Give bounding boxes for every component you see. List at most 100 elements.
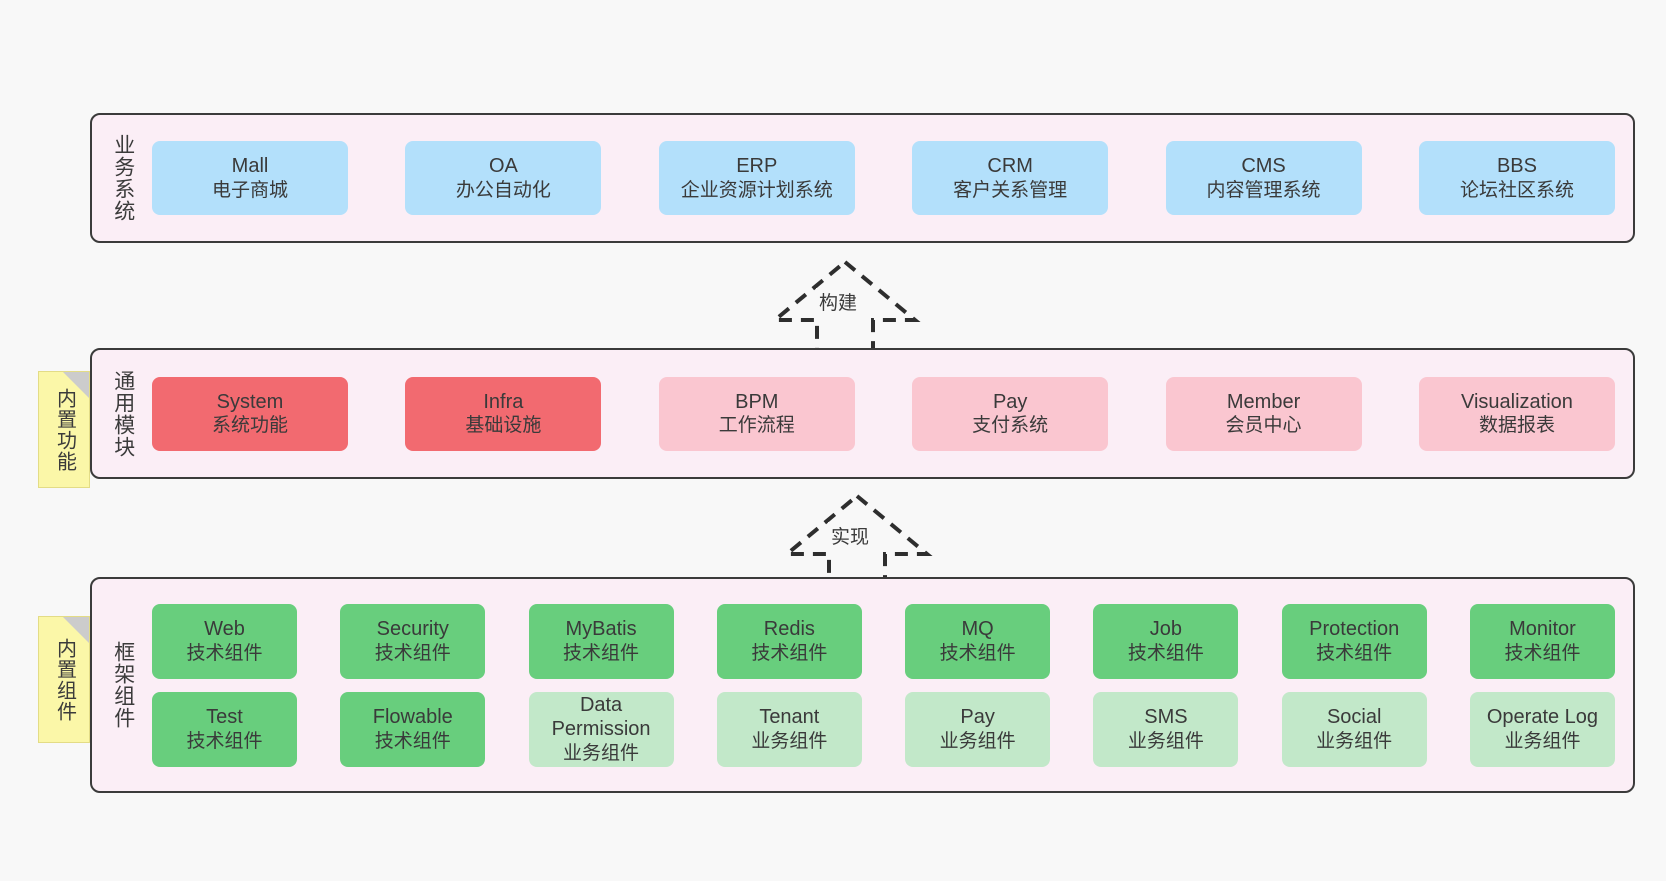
card-title-en: Social — [1326, 706, 1382, 729]
card-pay-business[interactable]: Pay 业务组件 — [905, 691, 1051, 767]
card-title-en: Redis — [763, 618, 815, 641]
card-title-en: Visualization — [1460, 390, 1573, 413]
card-title-en: CMS — [1241, 155, 1286, 178]
card-title-cn: 业务组件 — [939, 730, 1016, 752]
connector-implement: 实现 — [767, 492, 947, 592]
layer-title-business-systems: 业务系统 — [111, 134, 135, 222]
layer-title-common-modules: 通用模块 — [111, 369, 135, 458]
note-text: 内置功能 — [53, 387, 76, 472]
card-title-cn: 业务组件 — [563, 742, 640, 764]
card-title-cn: 技术组件 — [563, 642, 640, 664]
card-protection[interactable]: Protection 技术组件 — [1281, 603, 1427, 679]
card-security[interactable]: Security 技术组件 — [340, 603, 486, 679]
card-row: Web 技术组件 Security 技术组件 MyBatis 技术组件 Redi… — [152, 603, 1615, 679]
card-operate-log[interactable]: Operate Log 业务组件 — [1469, 691, 1615, 767]
card-title-en: OA — [488, 155, 518, 178]
layer-business-systems: 业务系统 Mall 电子商城 OA 办公自动化 ERP 企业资源计划系统 CRM… — [90, 113, 1635, 243]
layer-common-modules: 通用模块 System 系统功能 Infra 基础设施 BPM 工作流程 Pay… — [90, 348, 1635, 479]
card-system[interactable]: System 系统功能 — [152, 376, 348, 451]
card-monitor[interactable]: Monitor 技术组件 — [1469, 603, 1615, 679]
card-title-en: Pay — [960, 706, 995, 729]
card-row: Test 技术组件 Flowable 技术组件 Data Permission … — [152, 691, 1615, 767]
card-title-cn: 技术组件 — [1127, 642, 1204, 664]
card-title-en: Tenant — [759, 706, 820, 729]
connector-label-implement: 实现 — [828, 522, 873, 549]
card-cms[interactable]: CMS 内容管理系统 — [1165, 141, 1362, 215]
card-mq[interactable]: MQ 技术组件 — [905, 603, 1051, 679]
card-title-cn: 技术组件 — [186, 730, 263, 752]
card-title-en: Member — [1226, 390, 1301, 413]
card-title-cn: 客户关系管理 — [953, 179, 1068, 201]
card-sms[interactable]: SMS 业务组件 — [1093, 691, 1239, 767]
card-title-cn: 基础设施 — [465, 415, 542, 437]
note-builtin-component: 内置组件 — [38, 616, 90, 743]
card-title-en: BPM — [735, 390, 779, 413]
card-title-cn: 内容管理系统 — [1206, 179, 1321, 201]
card-title-cn: 数据报表 — [1478, 415, 1555, 437]
card-title-en: Operate Log — [1486, 706, 1599, 729]
card-title-cn: 论坛社区系统 — [1459, 179, 1574, 201]
layer-title-framework-components: 框架组件 — [111, 641, 135, 729]
card-title-en: Test — [206, 706, 243, 729]
card-social[interactable]: Social 业务组件 — [1281, 691, 1427, 767]
card-row: System 系统功能 Infra 基础设施 BPM 工作流程 Pay 支付系统… — [152, 376, 1615, 451]
card-erp[interactable]: ERP 企业资源计划系统 — [658, 141, 855, 215]
card-bpm[interactable]: BPM 工作流程 — [658, 376, 855, 451]
card-title-cn: 业务组件 — [1504, 730, 1581, 752]
card-title-cn: 企业资源计划系统 — [680, 179, 833, 201]
card-title-cn: 技术组件 — [374, 730, 451, 752]
card-title-cn: 技术组件 — [374, 642, 451, 664]
card-bbs[interactable]: BBS 论坛社区系统 — [1418, 141, 1615, 215]
card-job[interactable]: Job 技术组件 — [1093, 603, 1239, 679]
card-title-en: Infra — [483, 390, 524, 413]
card-title-cn: 业务组件 — [1316, 730, 1393, 752]
card-data-permission[interactable]: Data Permission 业务组件 — [528, 691, 674, 767]
card-title-cn: 电子商城 — [211, 179, 288, 201]
card-title-en: Web — [204, 618, 245, 641]
layer-body-business-systems: Mall 电子商城 OA 办公自动化 ERP 企业资源计划系统 CRM 客户关系… — [144, 115, 1633, 241]
card-title-cn: 系统功能 — [211, 415, 288, 437]
note-builtin-function: 内置功能 — [38, 371, 90, 488]
card-infra[interactable]: Infra 基础设施 — [405, 376, 602, 451]
card-title-en: System — [216, 390, 284, 413]
card-title-cn: 技术组件 — [186, 642, 263, 664]
card-title-en: ERP — [736, 155, 778, 178]
card-visualization[interactable]: Visualization 数据报表 — [1418, 376, 1615, 451]
card-title-en: MyBatis — [565, 618, 637, 641]
card-title-cn: 技术组件 — [939, 642, 1016, 664]
card-title-cn: 技术组件 — [751, 642, 828, 664]
layer-body-framework-components: Web 技术组件 Security 技术组件 MyBatis 技术组件 Redi… — [144, 579, 1633, 791]
card-title-en: Data Permission — [551, 694, 651, 741]
card-mall[interactable]: Mall 电子商城 — [152, 141, 348, 215]
card-tenant[interactable]: Tenant 业务组件 — [716, 691, 862, 767]
connector-label-build: 构建 — [816, 288, 861, 315]
card-title-cn: 技术组件 — [1316, 642, 1393, 664]
card-title-en: Pay — [992, 390, 1028, 413]
card-title-cn: 业务组件 — [1127, 730, 1204, 752]
card-test[interactable]: Test 技术组件 — [152, 691, 297, 767]
layer-framework-components: 框架组件 Web 技术组件 Security 技术组件 MyBatis 技术组件… — [90, 577, 1635, 793]
card-title-cn: 办公自动化 — [455, 179, 551, 201]
card-oa[interactable]: OA 办公自动化 — [405, 141, 602, 215]
card-title-en: Job — [1149, 618, 1183, 641]
connector-build: 构建 — [755, 258, 935, 358]
card-title-cn: 支付系统 — [972, 415, 1049, 437]
card-title-en: Monitor — [1509, 618, 1576, 641]
card-title-en: Flowable — [372, 706, 453, 729]
card-mybatis[interactable]: MyBatis 技术组件 — [528, 603, 674, 679]
card-title-cn: 工作流程 — [718, 415, 795, 437]
card-crm[interactable]: CRM 客户关系管理 — [912, 141, 1109, 215]
card-pay[interactable]: Pay 支付系统 — [912, 376, 1109, 451]
card-title-cn: 业务组件 — [751, 730, 828, 752]
card-title-cn: 技术组件 — [1504, 642, 1581, 664]
card-web[interactable]: Web 技术组件 — [152, 603, 297, 679]
card-title-en: BBS — [1496, 155, 1537, 178]
layer-body-common-modules: System 系统功能 Infra 基础设施 BPM 工作流程 Pay 支付系统… — [144, 350, 1633, 477]
card-flowable[interactable]: Flowable 技术组件 — [340, 691, 486, 767]
card-title-en: CRM — [987, 155, 1033, 178]
card-redis[interactable]: Redis 技术组件 — [716, 603, 862, 679]
card-title-en: Mall — [231, 155, 269, 178]
card-title-en: MQ — [961, 618, 994, 641]
note-text: 内置组件 — [53, 637, 76, 722]
card-member[interactable]: Member 会员中心 — [1165, 376, 1362, 451]
